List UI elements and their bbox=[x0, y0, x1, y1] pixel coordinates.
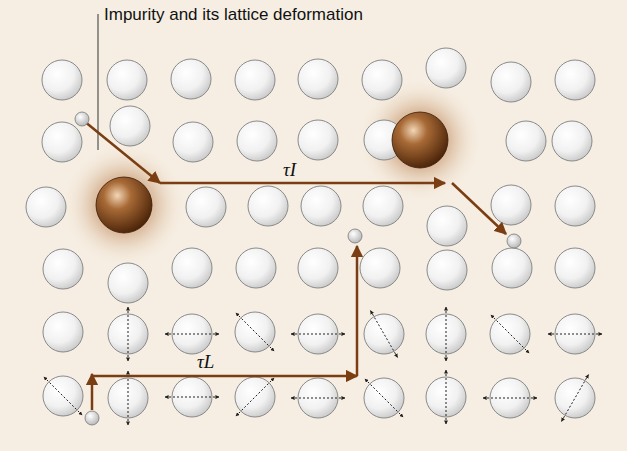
vibration-arrow bbox=[165, 397, 219, 398]
lattice-atom bbox=[301, 186, 341, 226]
lattice-atom bbox=[172, 248, 212, 288]
lattice-atom bbox=[427, 206, 467, 246]
lattice-atom bbox=[236, 248, 276, 288]
lattice-atom bbox=[248, 186, 288, 226]
lattice-atom bbox=[555, 378, 595, 418]
lattice-atom bbox=[363, 186, 403, 226]
vibration-arrow bbox=[291, 334, 345, 335]
lattice-atom bbox=[427, 250, 467, 290]
lattice-atom bbox=[426, 48, 466, 88]
vibration-arrow bbox=[446, 307, 447, 361]
vibration-arrow bbox=[236, 313, 274, 351]
vibration-arrow bbox=[446, 370, 447, 424]
lattice-atom bbox=[43, 376, 83, 416]
lattice-atom bbox=[186, 187, 226, 227]
electron bbox=[348, 229, 362, 243]
lattice-atom bbox=[491, 62, 531, 102]
vibration-arrow bbox=[236, 378, 274, 416]
leader-line bbox=[98, 14, 99, 150]
lattice-atom bbox=[298, 59, 338, 99]
lattice-atom bbox=[42, 60, 82, 100]
lattice-atom bbox=[108, 263, 148, 303]
vibration-arrow bbox=[291, 398, 345, 399]
lattice-atom bbox=[237, 121, 277, 161]
lattice-atom bbox=[43, 312, 83, 352]
lattice-atom bbox=[235, 312, 275, 352]
vibration-arrow bbox=[128, 307, 129, 361]
electron-path bbox=[84, 121, 506, 410]
impurity-atom bbox=[96, 177, 152, 233]
scattering-time-label: τI bbox=[283, 160, 296, 179]
electron bbox=[75, 112, 89, 126]
lattice-atom bbox=[360, 248, 400, 288]
lattice-atom bbox=[555, 186, 595, 226]
lattice-atom bbox=[364, 314, 404, 354]
lattice-atom bbox=[42, 122, 82, 162]
lattice-atom bbox=[26, 187, 66, 227]
lattice-deformation bbox=[62, 143, 186, 267]
lattice-atom bbox=[491, 185, 531, 225]
vibration-arrow bbox=[562, 375, 589, 422]
vibration-arrow bbox=[491, 315, 529, 353]
lattice-atom bbox=[235, 60, 275, 100]
vibration-arrow bbox=[128, 371, 129, 425]
lattice-atom bbox=[107, 60, 147, 100]
impurity-atom bbox=[392, 112, 448, 168]
lattice-atom bbox=[555, 60, 595, 100]
lattice-atom bbox=[552, 121, 592, 161]
lattice-atom bbox=[298, 248, 338, 288]
electron bbox=[85, 411, 99, 425]
vibration-arrow bbox=[371, 311, 398, 358]
lattice-atom bbox=[364, 378, 404, 418]
lattice-atom bbox=[171, 59, 211, 99]
lattice-atom bbox=[506, 121, 546, 161]
lattice-atom bbox=[492, 248, 532, 288]
vibration-arrow bbox=[44, 377, 82, 415]
lattice-atom bbox=[490, 314, 530, 354]
lattice-atom bbox=[173, 122, 213, 162]
lattice-atom bbox=[43, 249, 83, 289]
scattering-time-label: τL bbox=[197, 352, 214, 371]
lattice-atom bbox=[362, 60, 402, 100]
vibration-arrow bbox=[165, 334, 219, 335]
vibration-arrow bbox=[548, 334, 602, 335]
vibration-arrow bbox=[483, 398, 537, 399]
lattice-atom bbox=[555, 248, 595, 288]
lattice-atom bbox=[235, 377, 275, 417]
lattice-atom bbox=[110, 106, 150, 146]
lattice-atom bbox=[298, 120, 338, 160]
callout-label: Impurity and its lattice deformation bbox=[104, 6, 363, 23]
electron bbox=[507, 234, 521, 248]
vibration-arrow bbox=[365, 379, 403, 417]
